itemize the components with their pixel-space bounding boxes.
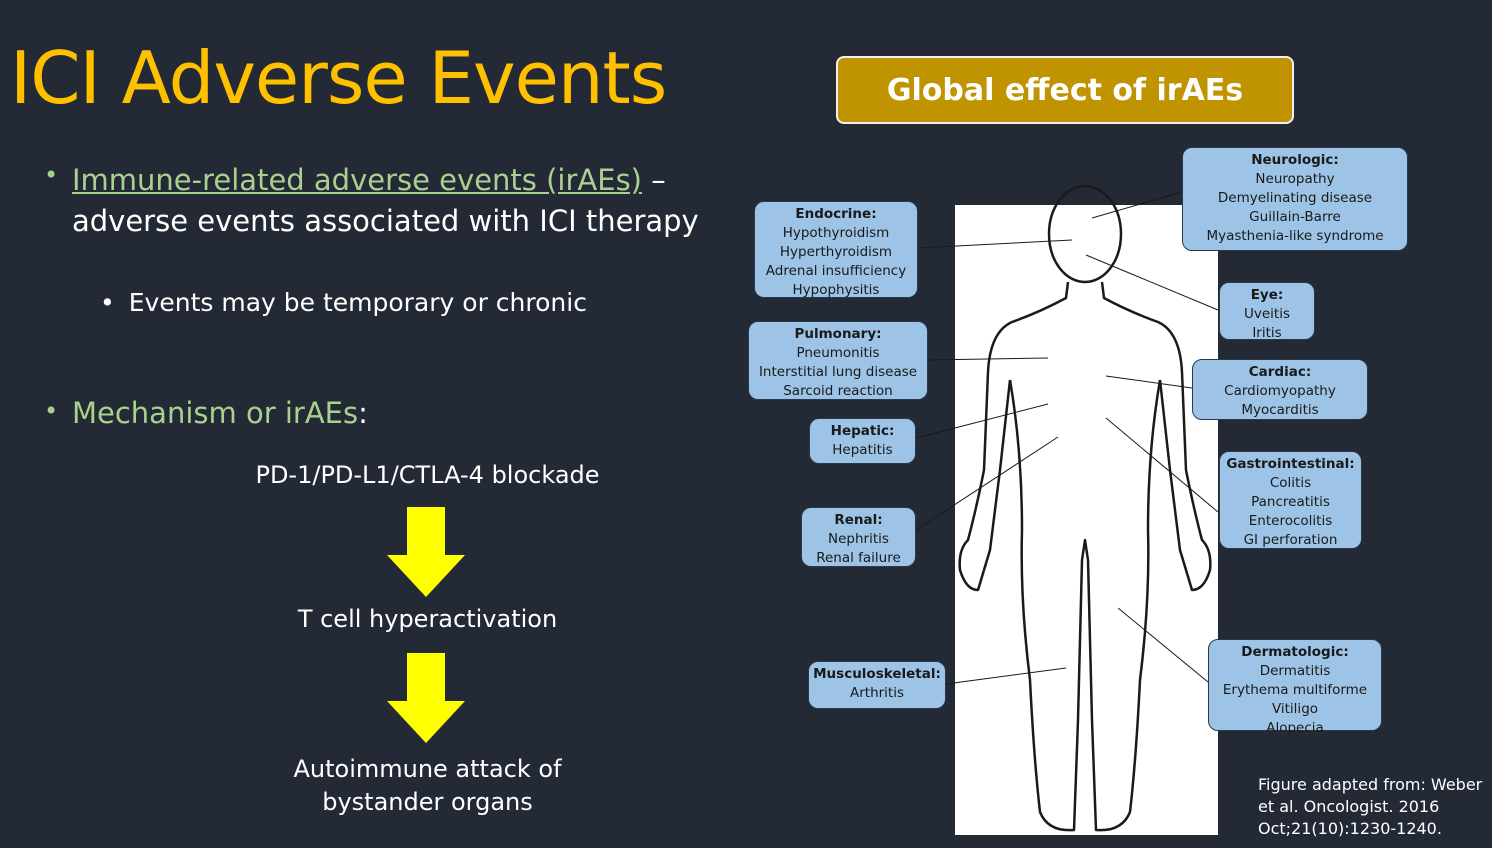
sub-bullet-dot: • (100, 288, 115, 317)
box-endocrine-item: Hypophysitis (792, 282, 880, 298)
box-hepatic-item: Hepatitis (832, 442, 893, 458)
human-body-outline (958, 184, 1212, 832)
box-renal-title: Renal: (834, 512, 883, 528)
box-pulmonary-item: Interstitial lung disease (758, 364, 918, 380)
box-neurologic-item: Guillain-Barre (1249, 209, 1341, 225)
flow-step-blockade: PD-1/PD-L1/CTLA-4 blockade (255, 461, 600, 489)
sub-bullet-text: Events may be temporary or chronic (128, 288, 587, 317)
flow-step-autoimmune-2: bystander organs (322, 788, 533, 816)
global-effect-header: Global effect of irAEs (836, 56, 1294, 124)
flow-step-autoimmune-1: Autoimmune attack of (293, 755, 562, 783)
box-dermatologic-item: Erythema multiforme (1222, 682, 1368, 698)
box-dermatologic-title: Dermatologic: (1241, 644, 1349, 660)
down-arrow-icon (387, 507, 465, 597)
box-pulmonary: Pulmonary: Pneumonitis Interstitial lung… (748, 321, 928, 400)
bullet-dot: • (44, 397, 59, 425)
box-cardiac: Cardiac: Cardiomyopathy Myocarditis (1192, 359, 1368, 420)
figure-caption: Figure adapted from: Weber et al. Oncolo… (1258, 775, 1483, 838)
bullet-dash: – (642, 163, 666, 197)
box-cardiac-item: Cardiomyopathy (1224, 383, 1336, 399)
mechanism-colon: : (358, 396, 368, 430)
box-gastrointestinal-item: Colitis (1269, 475, 1312, 491)
box-endocrine-item: Adrenal insufficiency (765, 263, 907, 279)
box-gastrointestinal-item: Pancreatitis (1251, 494, 1330, 510)
box-endocrine-item: Hypothyroidism (782, 225, 890, 241)
box-renal-item: Renal failure (816, 550, 901, 566)
bullet-irae-definition: • Immune-related adverse events (irAEs) … (40, 160, 720, 242)
slide-title: ICI Adverse Events (10, 36, 667, 120)
box-pulmonary-item: Sarcoid reaction (783, 383, 893, 399)
bullet-definition-text: adverse events associated with ICI thera… (72, 204, 699, 238)
box-eye-item: Uveitis (1243, 306, 1290, 322)
box-hepatic: Hepatic: Hepatitis (809, 418, 916, 464)
sub-bullet-temporary-chronic: • Events may be temporary or chronic (100, 288, 587, 317)
down-arrow-icon (387, 653, 465, 743)
box-renal-item: Nephritis (828, 531, 889, 547)
box-gastrointestinal-title: Gastrointestinal: (1226, 456, 1355, 472)
box-hepatic-title: Hepatic: (830, 423, 895, 439)
box-neurologic-item: Neuropathy (1255, 171, 1335, 187)
box-endocrine: Endocrine: Hypothyroidism Hyperthyroidis… (754, 201, 918, 298)
box-cardiac-title: Cardiac: (1248, 364, 1312, 380)
mechanism-label: Mechanism or irAEs (72, 396, 359, 430)
body-figure-panel (955, 205, 1218, 835)
box-neurologic-title: Neurologic: (1251, 152, 1339, 168)
box-endocrine-title: Endocrine: (795, 206, 877, 222)
connector-lines (915, 191, 1219, 685)
box-neurologic-item: Demyelinating disease (1217, 190, 1373, 206)
box-cardiac-item: Myocarditis (1241, 402, 1319, 418)
bullet-dot: • (44, 161, 59, 189)
flow-step-hyperactivation: T cell hyperactivation (297, 605, 558, 633)
irae-link[interactable]: Immune-related adverse events (irAEs) (72, 163, 642, 197)
box-eye-item: Iritis (1252, 325, 1282, 341)
bullet-mechanism: • Mechanism or irAEs: (40, 396, 368, 430)
box-pulmonary-title: Pulmonary: (794, 326, 882, 342)
box-dermatologic-item: Vitiligo (1271, 701, 1319, 717)
box-pulmonary-item: Pneumonitis (796, 345, 880, 361)
box-gastrointestinal-item: Enterocolitis (1248, 513, 1333, 529)
box-neurologic: Neurologic: Neuropathy Demyelinating dis… (1182, 147, 1408, 251)
box-eye: Eye: Uveitis Iritis (1219, 282, 1315, 341)
box-musculoskeletal: Musculoskeletal: Arthritis (808, 661, 946, 709)
box-eye-title: Eye: (1250, 287, 1284, 303)
box-endocrine-item: Hyperthyroidism (779, 244, 893, 260)
box-dermatologic-item: Dermatitis (1259, 663, 1331, 679)
box-musculoskeletal-title: Musculoskeletal: (813, 666, 941, 682)
box-renal: Renal: Nephritis Renal failure (801, 507, 916, 567)
box-dermatologic: Dermatologic: Dermatitis Erythema multif… (1208, 639, 1382, 736)
box-gastrointestinal-item: GI perforation (1243, 532, 1338, 548)
box-dermatologic-item: Alopecia (1266, 720, 1324, 736)
box-neurologic-item: Myasthenia-like syndrome (1206, 228, 1384, 244)
box-musculoskeletal-item: Arthritis (849, 685, 904, 701)
box-gastrointestinal: Gastrointestinal: Colitis Pancreatitis E… (1219, 451, 1362, 549)
